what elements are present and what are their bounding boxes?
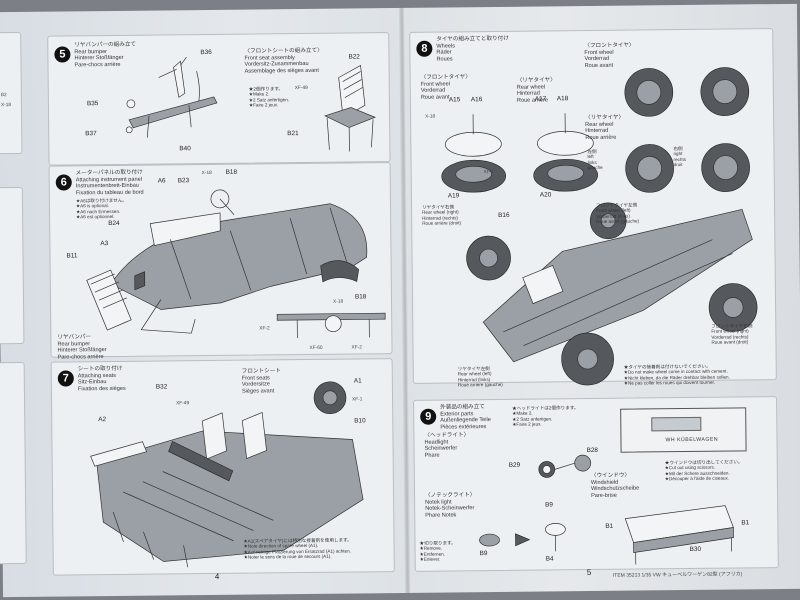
rear-wheel-right-caption: リヤタイヤ右側 Rear wheel (right) Hinterrad (re… xyxy=(421,204,462,226)
paint-xf49-step7: XF-49 xyxy=(176,401,190,407)
front-seat-drawing xyxy=(324,64,377,152)
windshield-caption: 〈ウインドウ〉 Windshield Windschutzscheibe Par… xyxy=(590,472,640,499)
label-b21: B21 xyxy=(287,130,299,138)
paint-xf2-b: XF-2 xyxy=(351,345,362,351)
paint-xf1-step8: XF-1 xyxy=(483,170,495,176)
label-a2: A2 xyxy=(98,416,107,424)
rear-wheel-left-caption: リヤタイヤ左側 Rear wheel (left) Hinterrad (lin… xyxy=(457,366,503,388)
body-seats-drawing xyxy=(90,381,364,568)
label-b30: B30 xyxy=(689,545,702,553)
front-wheel-right-caption: フロントタイヤ右側 Front wheel (right) Vorderrad … xyxy=(711,323,753,345)
step-8-number: 8 xyxy=(416,40,433,57)
step-5-panel: 5 リヤバンパーの組み立て Rear bumper Hinterer Stoßf… xyxy=(47,32,391,166)
label-a15: A15 xyxy=(448,96,461,104)
tire-left-caption: 左側 left links gauche xyxy=(587,148,603,171)
item-footer: ITEM 35213 1/35 VW キューベルワーゲン82型 (アフリカ) xyxy=(612,571,743,579)
paint-x18-detail: X-18 xyxy=(332,299,344,305)
label-b1-left: B1 xyxy=(605,522,614,530)
windshield-note: ★ウインドウは切り出してください。 ★Cut out using scissor… xyxy=(664,459,743,482)
label-b23: B23 xyxy=(177,177,190,185)
label-b24: B24 xyxy=(108,219,120,228)
step-9-number: 9 xyxy=(420,408,437,425)
prev-page-panel-bot xyxy=(0,361,27,565)
page-number-left: 4 xyxy=(214,571,220,581)
step-6-rear-bumper-caption: リヤバンパー Rear bumper Hinterer Stoßfänger P… xyxy=(57,334,107,361)
label-b37: B37 xyxy=(85,130,97,138)
step-5-number: 5 xyxy=(54,46,71,63)
label-b22: B22 xyxy=(348,53,360,61)
label-a6: A6 xyxy=(157,177,166,185)
paint-xf49-step5: XF-49 xyxy=(294,85,308,92)
paint-xf1-step7: XF-1 xyxy=(352,397,363,403)
step-7-panel: 7 シートの取り付け Attaching seats Sitz-Einbau F… xyxy=(50,358,395,576)
label-b29: B29 xyxy=(508,461,521,469)
step-9-make-two: ★ヘッドライトは2個作ります。 ★Make 2. ★2 Satz anferti… xyxy=(512,405,579,428)
step-9-panel: 9 外装品の組み立て Exterior parts Außenliegende … xyxy=(413,396,779,572)
label-b35: B35 xyxy=(86,100,99,108)
wheel-assembly-drawing xyxy=(441,113,598,193)
headlight-caption: 〈ヘッドライト〉 Headlight Scheinwerfer Phare xyxy=(424,432,470,459)
label-b18: B18 xyxy=(225,168,238,176)
headlight-drawing xyxy=(538,454,592,478)
step-5-note: ★2個作ります。 ★Make 2. ★2 Satz anfertigen. ★F… xyxy=(248,86,290,108)
prev-page-panel-mid xyxy=(0,186,25,345)
label-b28: B28 xyxy=(586,446,598,455)
label-a16: A16 xyxy=(470,96,483,104)
label-a3: A3 xyxy=(100,240,109,248)
label-a17: A17 xyxy=(534,95,547,103)
remove-caption: ★切り取ります。 ★Remove. ★Entfernen. ★Enlever. xyxy=(419,540,456,563)
step-8-caution: ★タイヤの接着剤は付けないでください。 ★Do not make wheel c… xyxy=(623,363,730,386)
side-label-b2: B2 xyxy=(0,93,7,99)
step-7-number: 7 xyxy=(57,370,74,387)
label-b1-right: B1 xyxy=(741,519,750,527)
windshield-part-panel: WH KÜBELWAGEN xyxy=(620,407,747,453)
notek-drawing xyxy=(479,523,566,552)
rear-bumper-detail-drawing xyxy=(276,312,386,339)
instruction-sheet: B2 X-18 5 リヤバンパーの組み立て Rear bumper Hinter… xyxy=(0,3,800,598)
rear-bumper-drawing xyxy=(125,57,218,138)
label-b16: B16 xyxy=(498,211,510,219)
paint-x18-step6: X-18 xyxy=(201,170,212,177)
label-a1: A1 xyxy=(353,377,362,385)
label-b10: B10 xyxy=(354,417,366,425)
front-wheel-left-caption: フロントタイヤ左側 Front wheel (left) Vorderrad (… xyxy=(595,202,640,225)
body-dashboard-drawing xyxy=(86,189,368,334)
windshield-plate-text: WH KÜBELWAGEN xyxy=(665,436,719,444)
step-8-title: タイヤの組み立てと取り付け Wheels Räder Roues xyxy=(436,35,509,63)
label-b9-top: B9 xyxy=(545,501,554,509)
label-b11: B11 xyxy=(66,252,78,260)
step-6-panel: 6 メーターパネルの取り付け Attaching instrument pane… xyxy=(48,162,393,361)
tire-orientation-drawing xyxy=(624,67,750,193)
chassis-drawing xyxy=(466,202,758,386)
label-b36: B36 xyxy=(200,48,212,57)
side-label-x18: X-18 xyxy=(0,103,12,109)
label-a18: A18 xyxy=(556,95,569,103)
label-b32: B32 xyxy=(155,383,168,391)
windshield-drawing xyxy=(624,505,734,565)
label-b9-bottom: B9 xyxy=(479,550,488,558)
label-b40: B40 xyxy=(179,145,191,153)
paint-x18-step8: X-18 xyxy=(425,114,436,120)
paint-xf2-a: XF-2 xyxy=(259,326,270,332)
step-9-title: 外装品の組み立て Exterior parts Außenliegende Te… xyxy=(440,404,491,431)
label-b18-detail: B18 xyxy=(354,293,367,301)
label-b4: B4 xyxy=(545,555,554,563)
notek-caption: 〈ノテックライト〉 Notek light Notek-Scheinwerfer… xyxy=(425,492,476,519)
prev-page-panel-top: B2 X-18 xyxy=(0,31,23,155)
step-8-panel: 8 タイヤの組み立てと取り付け Wheels Räder Roues 〈フロント… xyxy=(409,28,777,388)
step-7-note: ★A1(スペアタイヤ)には特別な接着剤を使用します。 ★Note directi… xyxy=(243,537,352,560)
paint-xf60: XF-60 xyxy=(309,345,323,351)
page-number-right: 5 xyxy=(586,568,592,578)
